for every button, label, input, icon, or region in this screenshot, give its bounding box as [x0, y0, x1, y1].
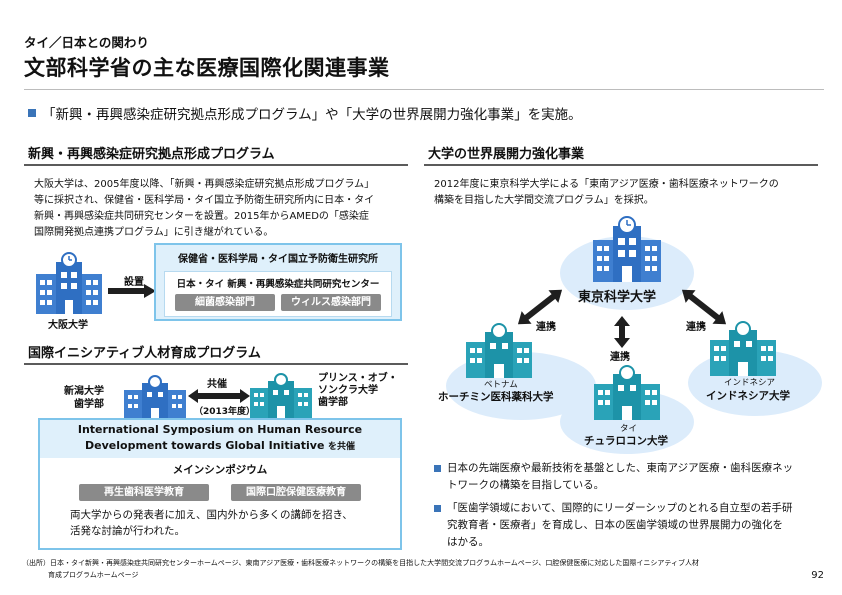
indonesia-country: インドネシア	[724, 378, 776, 388]
niigata-line: 新潟大学	[64, 386, 104, 397]
section-heading-infection: 新興・再興感染症研究拠点形成プログラム	[28, 147, 275, 162]
indonesia-name: インドネシア大学	[706, 390, 790, 402]
prince-line: プリンス・オブ・	[318, 373, 398, 384]
cohost-label: 共催	[207, 379, 227, 390]
hcm-building-icon	[466, 323, 532, 378]
global-paragraph: 2012年度に東京科学大学による「東南アジア医療・歯科医療ネットワークの 構築を…	[434, 177, 824, 209]
symposium-paragraph: 両大学からの発表者に加え、国内外から多くの講師を招き、 活発な討論が行われた。	[70, 507, 400, 539]
hub-label: 東京科学大学	[578, 290, 657, 305]
symposium-title-line1: International Symposium on Human Resourc…	[77, 423, 363, 436]
paragraph-line: 両大学からの発表者に加え、国内外から多くの講師を招き、	[70, 509, 353, 521]
cohost-suffix: を共催	[327, 442, 355, 452]
prince-line: ソンクラ大学	[318, 385, 378, 396]
section-heading-global: 大学の世界展開力強化事業	[428, 147, 585, 162]
source-line: 育成プログラムホームページ	[48, 571, 139, 579]
bullet-line: 日本の先端医療や最新技術を基盤とした、東南アジア医療・歯科医療ネッ	[447, 462, 794, 474]
hcm-country: ベトナム	[484, 380, 518, 390]
page-number: 92	[811, 570, 824, 581]
topic-regenerative: 再生歯科医学教育	[79, 484, 209, 501]
main-symposium-label: メインシンポジウム	[172, 464, 268, 476]
paragraph-line: 活発な討論が行われた。	[70, 525, 185, 537]
lead-line: 「新興・再興感染症研究拠点形成プログラム」や「大学の世界展開力強化事業」を実施。	[28, 103, 582, 123]
indonesia-building-icon	[710, 321, 776, 376]
bullet-item: 「医歯学領域において、国際的にリーダーシップのとれる自立型の若手研 究教育者・医…	[434, 500, 826, 551]
tokyo-building-icon	[593, 216, 661, 282]
section-underline	[424, 164, 818, 166]
osaka-building-icon	[36, 252, 102, 314]
niigata-line: 歯学部	[74, 399, 104, 410]
thai-name: チュラロコン大学	[584, 435, 668, 447]
niigata-building-icon	[124, 375, 186, 420]
bullet-line: 「医歯学領域において、国際的にリーダーシップのとれる自立型の若手研	[447, 502, 793, 514]
osaka-label: 大阪大学	[48, 320, 88, 331]
thai-country: タイ	[620, 424, 638, 434]
page-title: 文部科学省の主な医療国際化関連事業	[24, 56, 390, 80]
symposium-box: International Symposium on Human Resourc…	[38, 418, 402, 550]
year-label: （2013年度）	[194, 407, 256, 417]
eyebrow: タイ／日本との関わり	[24, 35, 149, 50]
paragraph-line: 新興・再興感染症共同研究センターを設置。2015年からAMEDの「感染症	[34, 211, 369, 222]
square-bullet-icon	[434, 505, 441, 512]
square-bullet-icon	[28, 109, 36, 117]
square-bullet-icon	[434, 465, 441, 472]
source-line: （出所）日本・タイ新興・再興感染症共同研究センターホームページ、東南アジア医療・…	[22, 559, 699, 567]
bullet-line: 究教育者・医療者」を育成し、日本の医歯学領域の世界展開力の強化を	[447, 519, 783, 531]
institute-box: 保健省・医科学局・タイ国立予防衛生研究所 日本・タイ 新興・再興感染症共同研究セ…	[154, 243, 402, 321]
paragraph-line: 国際開発拠点連携プログラム」に引き継がれている。	[34, 227, 274, 238]
paragraph-line: 等に採択され、保健省・医科学局・タイ国立予防衛生研究所内に日本・タイ	[34, 195, 375, 206]
source-note: （出所）日本・タイ新興・再興感染症共同研究センターホームページ、東南アジア医療・…	[22, 557, 812, 581]
prince-building-icon	[250, 373, 312, 418]
prince-label: プリンス・オブ・ ソンクラ大学 歯学部	[318, 373, 398, 409]
double-arrow-icon	[188, 389, 250, 403]
double-arrow-icon	[614, 316, 630, 348]
section-underline	[24, 164, 408, 166]
infection-paragraph: 大阪大学は、2005年度以降、「新興・再興感染症研究拠点形成プログラム」 等に採…	[34, 177, 414, 241]
link-label-hcm: 連携	[536, 322, 556, 333]
hcm-name: ホーチミン医科薬科大学	[438, 391, 554, 403]
double-arrow-icon	[517, 289, 563, 325]
right-arrow-icon	[108, 284, 156, 298]
link-label-indonesia: 連携	[686, 322, 706, 333]
thai-building-icon	[594, 365, 660, 420]
header-divider	[24, 89, 824, 90]
paragraph-line: 構築を目指した大学間交流プログラム」を採択。	[434, 195, 654, 206]
double-arrow-icon	[681, 289, 727, 325]
bullet-item: 日本の先端医療や最新技術を基盤とした、東南アジア医療・歯科医療ネッ トワークの構…	[434, 460, 826, 494]
global-bullets: 日本の先端医療や最新技術を基盤とした、東南アジア医療・歯科医療ネッ トワークの構…	[434, 460, 826, 557]
institute-title: 保健省・医科学局・タイ国立予防衛生研究所	[178, 254, 378, 265]
center-box: 日本・タイ 新興・再興感染症共同研究センター 細菌感染部門 ウィルス感染部門	[164, 271, 392, 317]
topic-oral-health: 国際口腔保健医療教育	[231, 484, 361, 501]
link-label-thai: 連携	[610, 352, 630, 363]
dept-bacteria: 細菌感染部門	[175, 294, 275, 311]
center-title: 日本・タイ 新興・再興感染症共同研究センター	[176, 279, 380, 290]
bullet-line: はかる。	[447, 536, 489, 548]
bullet-line: トワークの構築を目指している。	[447, 479, 605, 491]
paragraph-line: 大阪大学は、2005年度以降、「新興・再興感染症研究拠点形成プログラム」	[34, 179, 375, 190]
dept-virus: ウィルス感染部門	[281, 294, 381, 311]
section-heading-dental: 国際イニシアティブ人材育成プログラム	[28, 346, 261, 361]
establish-label: 設置	[124, 277, 144, 288]
prince-line: 歯学部	[318, 397, 348, 408]
symposium-header: International Symposium on Human Resourc…	[40, 420, 400, 458]
lead-text: 「新興・再興感染症研究拠点形成プログラム」や「大学の世界展開力強化事業」を実施。	[42, 107, 582, 123]
symposium-title-line2: Development towards Global Initiative	[85, 439, 325, 452]
paragraph-line: 2012年度に東京科学大学による「東南アジア医療・歯科医療ネットワークの	[434, 179, 779, 190]
niigata-label: 新潟大学 歯学部	[64, 385, 104, 411]
section-underline	[24, 363, 408, 365]
